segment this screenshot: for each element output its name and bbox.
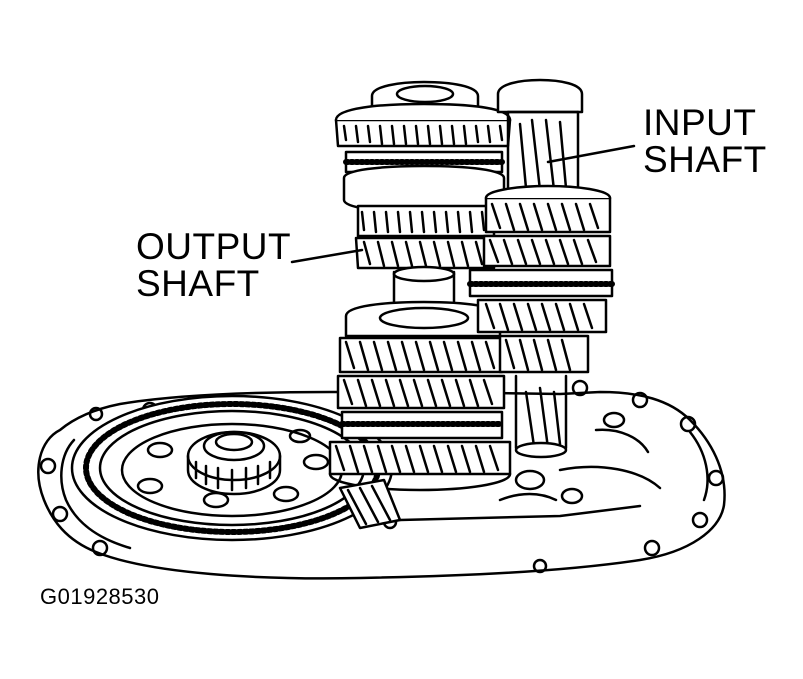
- output-shaft-leader-line: [290, 248, 364, 264]
- differential-ring-gear: [70, 394, 394, 542]
- output-shaft-gear-stack: [328, 80, 512, 530]
- input-shaft-label-line1: INPUT: [643, 102, 757, 143]
- input-shaft-leader-line: [546, 144, 636, 164]
- output-shaft-label-line1: OUTPUT: [136, 226, 292, 267]
- figure-id: G01928530: [40, 584, 160, 609]
- input-shaft-label-line2: SHAFT: [643, 139, 767, 180]
- input-shaft-label: INPUT SHAFT: [643, 104, 767, 178]
- output-shaft-label-line2: SHAFT: [136, 263, 260, 304]
- output-shaft-label: OUTPUT SHAFT: [136, 228, 291, 302]
- input-shaft-gear-stack: [467, 78, 615, 459]
